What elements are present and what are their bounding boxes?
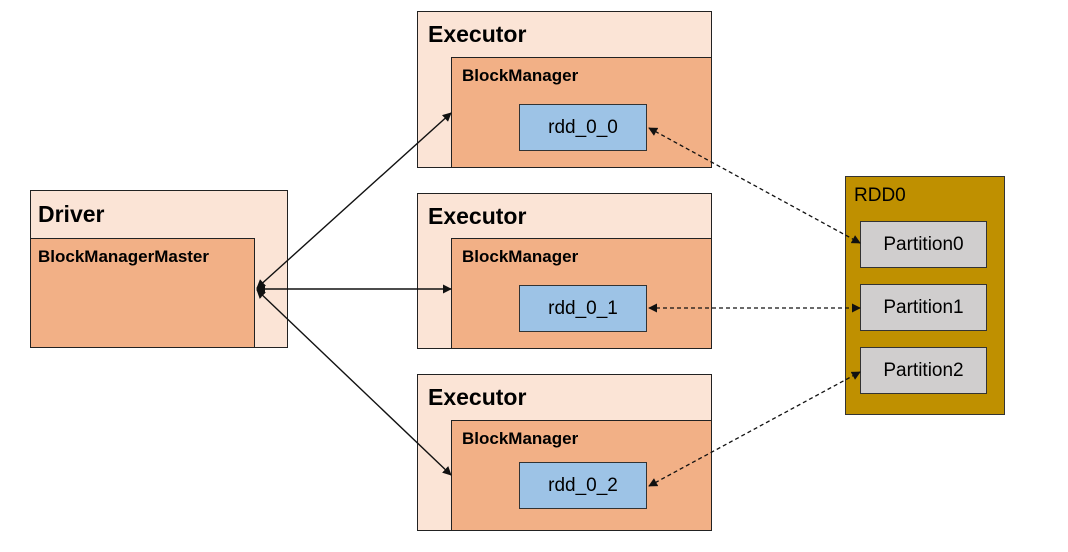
driver-executor-link-0	[256, 112, 452, 289]
block-manager-label-2: BlockManager	[462, 429, 579, 448]
partition-block-link-0	[648, 127, 861, 244]
partition-0: Partition0	[860, 221, 987, 268]
partition-block-link-2	[648, 371, 861, 487]
driver-executor-link-2	[256, 289, 452, 476]
rdd-block-2: rdd_0_2	[519, 462, 647, 509]
driver-title: Driver	[38, 201, 105, 227]
block-manager-label-1: BlockManager	[462, 247, 579, 266]
executor-title-0: Executor	[428, 21, 527, 47]
rdd-title: RDD0	[854, 185, 906, 206]
block-manager-label-0: BlockManager	[462, 66, 579, 85]
block-manager-master-box: BlockManagerMaster	[30, 238, 255, 348]
partition-2: Partition2	[860, 347, 987, 394]
rdd-block-0: rdd_0_0	[519, 104, 647, 151]
block-manager-master-label: BlockManagerMaster	[38, 247, 210, 266]
rdd-block-1: rdd_0_1	[519, 285, 647, 332]
